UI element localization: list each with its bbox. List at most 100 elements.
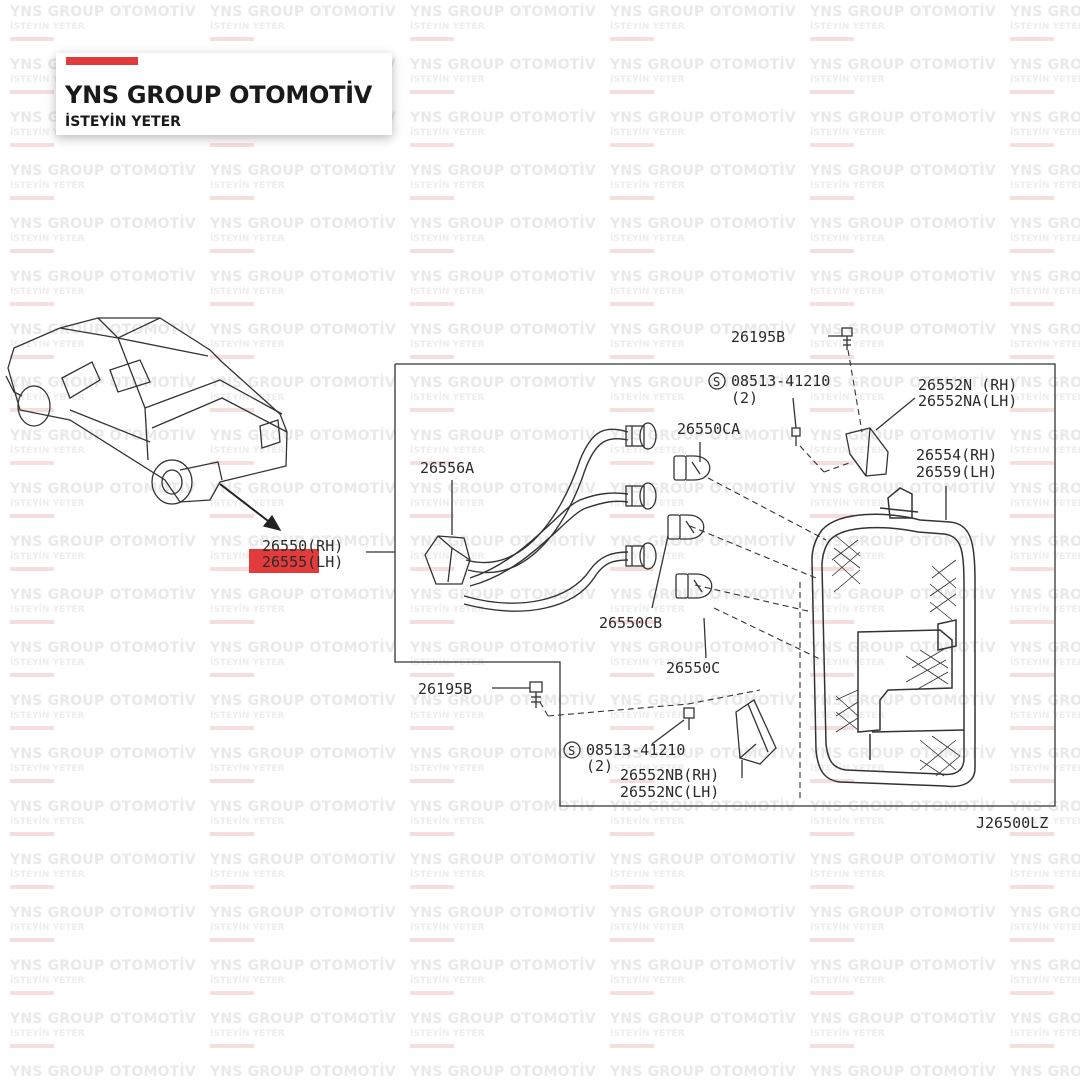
watermark-bar xyxy=(1010,355,1054,359)
bulb-socket-3 xyxy=(625,542,657,570)
watermark-subtitle: İSTEYİN YETER xyxy=(10,75,85,85)
watermark-title: YNS GROUP OTOMOTİV xyxy=(210,322,396,338)
watermark-title: YNS GROUP OTOMOTİV xyxy=(810,110,996,126)
label-26550C: 26550C xyxy=(666,659,720,677)
watermark-title: YNS GROUP OTOMOTİV xyxy=(610,799,796,815)
watermark-bar xyxy=(410,832,454,836)
label-lens-lh: 26559(LH) xyxy=(916,463,997,481)
watermark-title: YNS GROUP OTOMOTİV xyxy=(610,428,796,444)
label-s-symbol: S xyxy=(713,375,720,389)
watermark-title: YNS GROUP OTOMOTİV xyxy=(610,269,796,285)
bulb-26550CB xyxy=(667,514,705,540)
watermark-title: YNS GROUP OTOMOTİV xyxy=(1010,269,1080,285)
watermark-title: YNS GROUP OTOMOTİV xyxy=(210,852,396,868)
watermark-subtitle: İSTEYİN YETER xyxy=(10,817,85,827)
watermark-bar xyxy=(410,461,454,465)
watermark-bar xyxy=(610,37,654,41)
watermark-subtitle: İSTEYİN YETER xyxy=(610,764,685,774)
watermark-title: YNS GROUP OTOMOTİV xyxy=(610,640,796,656)
watermark-bar xyxy=(10,673,54,677)
watermark-subtitle: İSTEYİN YETER xyxy=(410,658,485,668)
watermark-subtitle: İSTEYİN YETER xyxy=(610,923,685,933)
label-bolt-bottom-qty: (2) xyxy=(586,757,613,775)
watermark-title: YNS GROUP OTOMOTİV xyxy=(810,322,996,338)
watermark-bar xyxy=(10,461,54,465)
watermark-title: YNS GROUP OTOMOTİV xyxy=(10,1064,196,1080)
watermark-title: YNS GROUP OTOMOTİV xyxy=(810,852,996,868)
label-bolt-top-qty: (2) xyxy=(731,389,758,407)
watermark-bar xyxy=(10,355,54,359)
watermark-bar xyxy=(210,249,254,253)
bulb-26550C xyxy=(675,573,713,599)
standard-part-symbol xyxy=(708,372,726,390)
label-lens-rh: 26554(RH) xyxy=(916,446,997,464)
watermark-title: YNS GROUP OTOMOTİV xyxy=(610,216,796,232)
watermark-title: YNS GROUP OTOMOTİV xyxy=(810,958,996,974)
watermark-bar xyxy=(410,726,454,730)
watermark-bar xyxy=(1010,196,1054,200)
watermark-bar xyxy=(810,249,854,253)
watermark-bar xyxy=(410,779,454,783)
watermark-subtitle: İSTEYİN YETER xyxy=(10,234,85,244)
watermark-title: YNS GROUP OTOMOTİV xyxy=(210,375,396,391)
watermark-bar xyxy=(10,991,54,995)
watermark-subtitle: İSTEYİN YETER xyxy=(410,22,485,32)
watermark-title: YNS GROUP OTOMOTİV xyxy=(610,1064,796,1080)
watermark-title: YNS GROUP OTOMOTİV xyxy=(610,4,796,20)
watermark-bar xyxy=(210,514,254,518)
watermark-bar xyxy=(610,938,654,942)
watermark-title: YNS GROUP OTOMOTİV xyxy=(10,216,196,232)
label-26195B-bottom: 26195B xyxy=(418,680,472,698)
watermark-subtitle: İSTEYİN YETER xyxy=(10,658,85,668)
watermark-bar xyxy=(610,567,654,571)
watermark-bar xyxy=(810,673,854,677)
watermark-title: YNS GROUP OTOMOTİV xyxy=(210,587,396,603)
watermark-subtitle: İSTEYİN YETER xyxy=(10,128,85,138)
watermark-title: YNS GROUP OTOMOTİV xyxy=(210,428,396,444)
watermark-title: YNS GROUP OTOMOTİV xyxy=(10,799,196,815)
watermark-subtitle: İSTEYİN YETER xyxy=(810,446,885,456)
watermark-bar xyxy=(1010,1044,1054,1048)
watermark-title: YNS GROUP OTOMOTİV xyxy=(1010,587,1080,603)
watermark-bar xyxy=(410,302,454,306)
watermark-subtitle: İSTEYİN YETER xyxy=(810,976,885,986)
watermark-subtitle: İSTEYİN YETER xyxy=(410,711,485,721)
label-26556A: 26556A xyxy=(420,459,474,477)
watermark-subtitle: İSTEYİN YETER xyxy=(810,764,885,774)
watermark-subtitle: İSTEYİN YETER xyxy=(810,22,885,32)
watermark-subtitle: İSTEYİN YETER xyxy=(410,499,485,509)
watermark-bar xyxy=(810,196,854,200)
watermark-title: YNS GROUP OTOMOTİV xyxy=(410,269,596,285)
watermark-title: YNS GROUP OTOMOTİV xyxy=(810,534,996,550)
brand-title: YNS GROUP OTOMOTİV xyxy=(65,81,373,109)
watermark-title: YNS GROUP OTOMOTİV xyxy=(1010,428,1080,444)
socket-26556A xyxy=(424,535,471,585)
watermark-subtitle: İSTEYİN YETER xyxy=(410,181,485,191)
watermark-title: YNS GROUP OTOMOTİV xyxy=(210,4,396,20)
